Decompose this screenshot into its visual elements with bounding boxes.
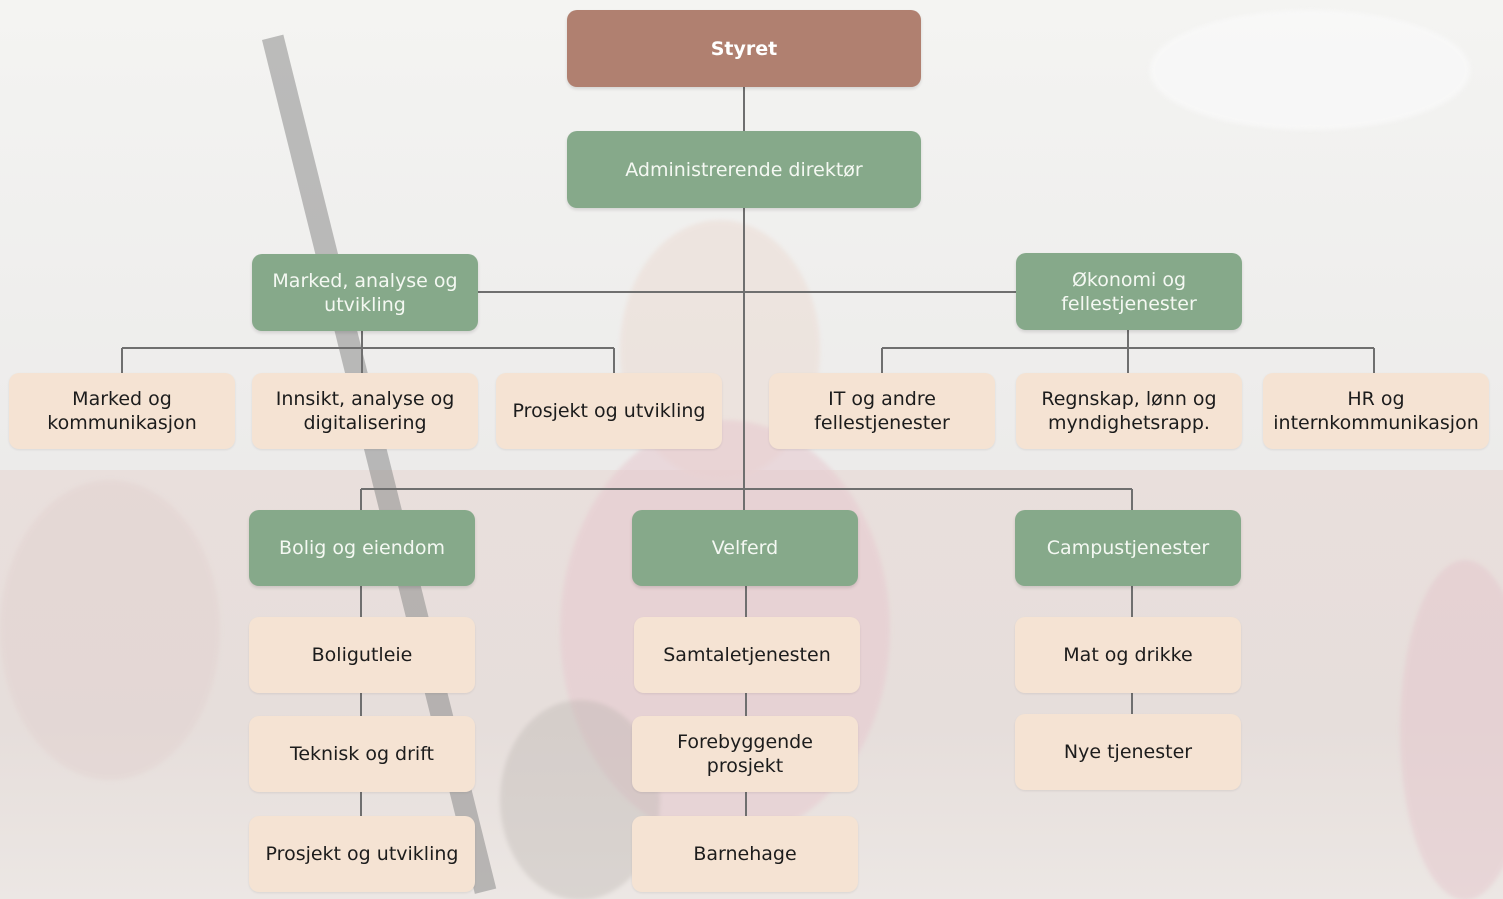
division-campus-box: Campustjenester [1015, 510, 1241, 586]
unit-samtaletjenesten: Samtaletjenesten [634, 617, 860, 693]
unit-it-fellestjenester: IT og andre fellestjenester [769, 373, 995, 449]
division-bolig-box: Bolig og eiendom [249, 510, 475, 586]
unit-prosjekt-utvikling-bolig: Prosjekt og utvikling [249, 816, 475, 892]
unit-marked-kommunikasjon: Marked og kommunikasjon [9, 373, 235, 449]
unit-teknisk-drift: Teknisk og drift [249, 716, 475, 792]
unit-prosjekt-utvikling-marked: Prosjekt og utvikling [496, 373, 722, 449]
division-okonomi-box: Økonomi og fellestjenester [1016, 253, 1242, 330]
unit-regnskap-lonn: Regnskap, lønn og myndighetsrapp. [1016, 373, 1242, 449]
board-box: Styret [567, 10, 921, 87]
unit-barnehage: Barnehage [632, 816, 858, 892]
unit-nye-tjenester: Nye tjenester [1015, 714, 1241, 790]
ceo-box: Administrerende direktør [567, 131, 921, 208]
division-velferd-box: Velferd [632, 510, 858, 586]
unit-forebyggende-prosjekt: Forebyggende prosjekt [632, 716, 858, 792]
unit-innsikt-analyse: Innsikt, analyse og digitalisering [252, 373, 478, 449]
unit-hr-internkommunikasjon: HR og internkommunikasjon [1263, 373, 1489, 449]
unit-mat-drikke: Mat og drikke [1015, 617, 1241, 693]
unit-boligutleie: Boligutleie [249, 617, 475, 693]
division-marked-box: Marked, analyse og utvikling [252, 254, 478, 331]
